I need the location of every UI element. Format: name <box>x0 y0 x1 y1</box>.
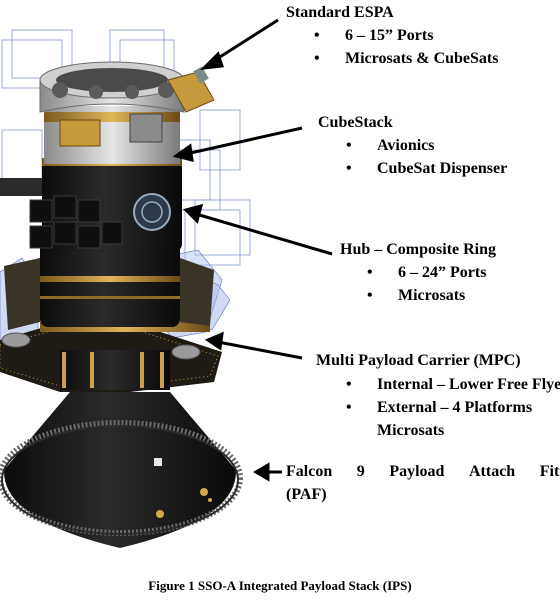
espa-bullet-1: • 6 – 15” Ports <box>314 27 434 44</box>
espa-bullet-2: • Microsats & CubeSats <box>314 50 499 67</box>
hub-ring <box>4 232 214 330</box>
cubesat-dispensers <box>29 195 123 249</box>
bullet-glyph: • <box>346 160 352 177</box>
paf-cone <box>0 392 243 548</box>
cubestack-bullet-2: • CubeSat Dispenser <box>346 160 508 177</box>
espa-title: Standard ESPA <box>286 4 394 21</box>
bullet-glyph: • <box>367 287 373 304</box>
pointer-arrows <box>172 18 333 482</box>
paf-abbrev: (PAF) <box>286 486 327 503</box>
espa-ring <box>39 61 215 164</box>
cubestack-title: CubeStack <box>318 114 393 131</box>
bullet-glyph: • <box>314 27 320 44</box>
hub-bullet-1: • 6 – 24” Ports <box>367 264 487 281</box>
bullet-glyph: • <box>314 50 320 67</box>
hub-title: Hub – Composite Ring <box>340 241 497 258</box>
bullet-glyph: • <box>367 264 373 281</box>
figure-caption: Figure 1 SSO-A Integrated Payload Stack … <box>148 578 412 593</box>
cubestack <box>0 158 182 252</box>
cubestack-bullet-1: • Avionics <box>346 137 435 154</box>
hub-bullet-2: • Microsats <box>367 287 466 304</box>
bullet-glyph: • <box>346 137 352 154</box>
